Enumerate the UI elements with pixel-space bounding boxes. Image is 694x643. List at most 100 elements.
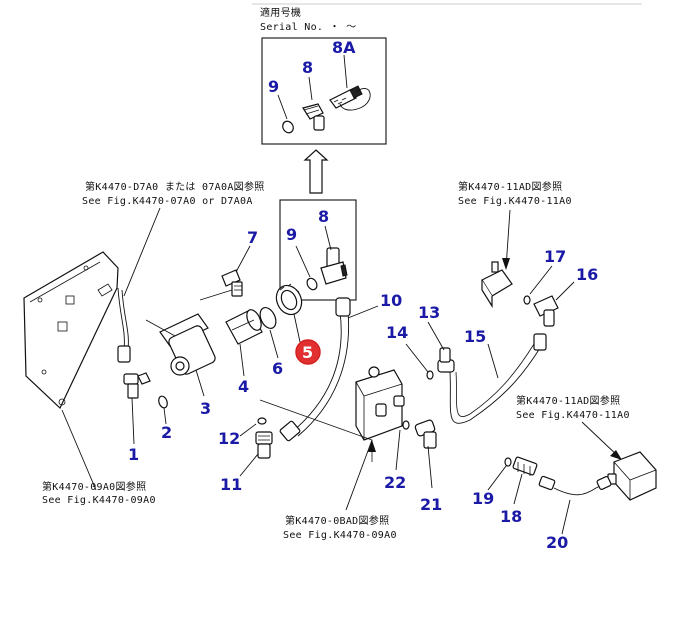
- callout-5-highlight: [295, 339, 321, 365]
- callout-8-mid: 8: [318, 207, 329, 226]
- leader-10: [347, 305, 379, 319]
- leader-7: [235, 245, 251, 273]
- variant-arrow: [303, 149, 329, 194]
- applicable-models-label: 適用号機: [260, 6, 301, 19]
- leader-4: [239, 343, 245, 377]
- leader-21: [427, 445, 433, 489]
- callout-8A: 8A: [332, 38, 356, 57]
- leader-5: [293, 313, 301, 343]
- callout-21: 21: [420, 495, 442, 514]
- callout-4: 4: [238, 377, 249, 396]
- part-5-coil-nut: [275, 283, 303, 316]
- part-9-top-oring: [282, 120, 294, 134]
- part-20-tube: [538, 475, 612, 496]
- part-12-oring: [257, 417, 267, 425]
- part-16-elbow: [533, 295, 559, 327]
- leader-17: [529, 265, 553, 295]
- ref-top-right-en: See Fig.K4470-11A0: [458, 196, 572, 207]
- leader-9-mid: [295, 245, 311, 278]
- part-15-hose-inner: [455, 343, 535, 417]
- ref-top-left-jp: 第K4470-D7A0 または 07A0A図参照: [85, 180, 265, 193]
- callout-1: 1: [128, 445, 139, 464]
- leader-20: [561, 499, 571, 535]
- part-21-elbow: [414, 419, 437, 449]
- leader-8-top: [308, 76, 313, 101]
- callout-7: 7: [247, 228, 258, 247]
- callout-20: 20: [546, 533, 568, 552]
- leader-19: [487, 465, 507, 491]
- leader-1: [131, 397, 135, 445]
- ref-bottom-left-leader: [61, 409, 97, 491]
- part-13-elbow: [437, 347, 455, 373]
- ref-bottom-left-en: See Fig.K4470-09A0: [42, 495, 156, 506]
- part-15-end-fitting: [533, 333, 547, 351]
- dashed-link-left: [259, 399, 373, 462]
- part-8-mid-sensor: [320, 247, 348, 285]
- part-8A-sensor: [329, 85, 371, 111]
- mounting-plate: [23, 251, 119, 410]
- callout-17: 17: [544, 247, 566, 266]
- leader-11: [239, 453, 259, 477]
- leader-13: [427, 321, 445, 351]
- callout-2: 2: [161, 423, 172, 442]
- part-18-adapter: [512, 456, 538, 476]
- leader-18: [513, 473, 523, 505]
- part-6-oring: [259, 307, 277, 329]
- part-8-top-sensor: [302, 103, 325, 131]
- ref-bottom-left-jp: 第K4470-09A0図参照: [42, 480, 146, 493]
- ref-right-arrow: [610, 450, 622, 460]
- callout-12: 12: [218, 429, 240, 448]
- ref-right-en: See Fig.K4470-11A0: [516, 410, 630, 421]
- bracket-top-right: [481, 261, 513, 309]
- ref-bottom-mid-leader: [345, 439, 373, 511]
- ref-right-leader: [581, 421, 621, 459]
- part-2-oring: [158, 395, 168, 409]
- ref-bottom-mid-en: See Fig.K4470-09A0: [283, 530, 397, 541]
- part-4-sleeve: [225, 309, 263, 345]
- part-14-oring: [426, 370, 434, 380]
- callout-22: 22: [384, 473, 406, 492]
- part-22-manifold-block: [355, 366, 405, 441]
- part-19-oring: [504, 457, 512, 467]
- leader-2: [163, 407, 167, 425]
- leader-9-top: [277, 94, 288, 120]
- ref-top-left-en: See Fig.K4470-07A0 or D7A0A: [82, 196, 253, 207]
- callout-11: 11: [220, 475, 242, 494]
- callout-9-top: 9: [268, 77, 279, 96]
- part-15-hose: [449, 347, 541, 424]
- ref-right-jp: 第K4470-11AD図参照: [516, 394, 620, 407]
- callout-14: 14: [386, 323, 408, 342]
- harness-connector: [117, 345, 131, 363]
- callout-15: 15: [464, 327, 486, 346]
- leader-3: [195, 369, 205, 397]
- ref-top-right-jp: 第K4470-11AD図参照: [458, 180, 562, 193]
- part-10-hose: [279, 297, 351, 442]
- ref-bottom-mid-jp: 第K4470-0BAD図参照: [285, 514, 389, 527]
- leader-8-mid: [324, 225, 332, 251]
- callout-8-top: 8: [302, 58, 313, 77]
- callout-19: 19: [472, 489, 494, 508]
- callout-3: 3: [200, 399, 211, 418]
- callout-16: 16: [576, 265, 598, 284]
- serial-no-label: Serial No. ・ ～: [260, 22, 356, 33]
- leader-12: [239, 423, 257, 437]
- part-7-bolt: [221, 269, 243, 297]
- ref-bottom-mid-arrow: [368, 440, 376, 452]
- callout-10: 10: [380, 291, 402, 310]
- standard-inset-box: [279, 199, 357, 301]
- callout-18: 18: [500, 507, 522, 526]
- ref-top-left-leader: [123, 207, 161, 297]
- callout-13: 13: [418, 303, 440, 322]
- leader-15: [487, 343, 499, 379]
- leader-22: [395, 429, 401, 471]
- part-oring-22: [402, 420, 410, 430]
- part-3-solenoid-valve: [145, 289, 233, 376]
- part-9-mid-oring: [306, 277, 318, 291]
- callout-5: 5: [302, 343, 313, 362]
- leader-8A: [343, 54, 348, 89]
- leader-16: [555, 281, 575, 301]
- part-1-elbow-fitting: [123, 372, 151, 399]
- part-17-oring: [523, 295, 531, 305]
- leader-14: [405, 343, 429, 373]
- leader-6: [269, 329, 279, 359]
